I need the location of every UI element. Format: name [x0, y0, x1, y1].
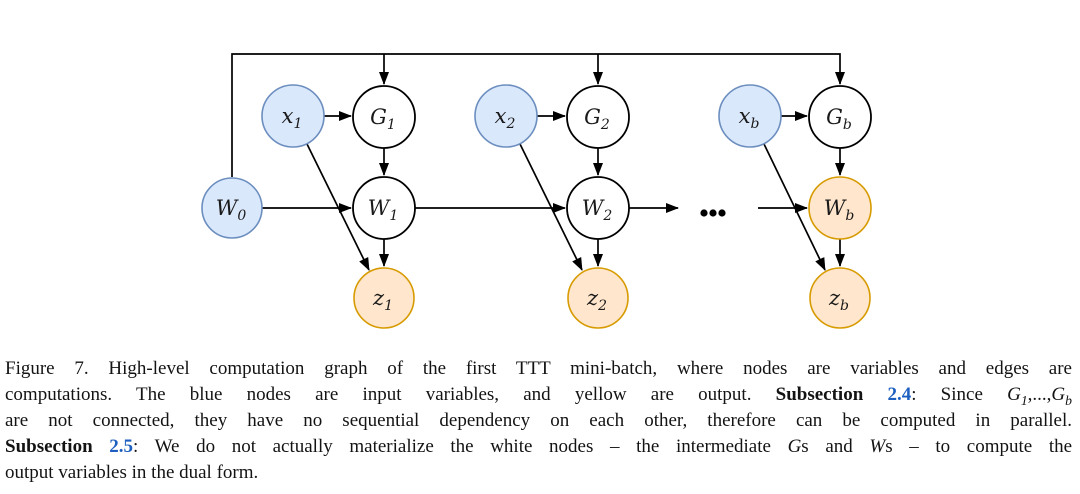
caption-text: : We do not actually materialize the whi… — [133, 436, 788, 457]
caption-math-symbol: W — [869, 436, 886, 457]
edge-x1-z1 — [306, 143, 370, 271]
node-W0: W0 — [201, 177, 263, 239]
figure-caption: Figure 7. High-level computation graph o… — [0, 352, 1080, 486]
caption-text: ,..., — [1027, 384, 1052, 405]
node-W1: W1 — [352, 176, 416, 240]
caption-text: s – to compute the — [885, 436, 1073, 457]
edge-x2-z2 — [519, 143, 583, 271]
caption-line: Figure 7. High-level computation graph o… — [5, 356, 1072, 382]
node-z1: z1 — [353, 267, 415, 329]
caption-math-symbol: G1 — [1007, 384, 1028, 408]
caption-math-symbol: Gb — [1051, 384, 1072, 408]
caption-bold-text: Subsection — [5, 436, 93, 457]
edge-xb-zb — [763, 143, 826, 271]
node-Gb: Gb — [808, 85, 872, 149]
caption-line: computations. The blue nodes are input v… — [5, 382, 1072, 408]
node-xb: xb — [718, 84, 782, 148]
caption-bold-text: Subsection — [775, 384, 864, 405]
caption-math-symbol: G — [787, 436, 802, 457]
node-W2: W2 — [566, 176, 630, 240]
caption-line: output variables in the dual form. — [5, 460, 1072, 486]
caption-text — [93, 436, 110, 457]
node-G2: G2 — [566, 85, 630, 149]
node-x1: x1 — [261, 84, 325, 148]
node-z2: z2 — [567, 267, 629, 329]
caption-text: s and — [801, 436, 870, 457]
caption-line: are not connected, they have no sequenti… — [5, 408, 1072, 434]
caption-line: Subsection 2.5: We do not actually mater… — [5, 434, 1072, 460]
caption-text: are not connected, they have no sequenti… — [5, 410, 1072, 431]
node-Wb: Wb — [808, 176, 872, 240]
caption-text: Figure 7. High-level computation graph o… — [5, 358, 1072, 379]
node-zb: zb — [809, 267, 871, 329]
caption-text: computations. The blue nodes are input v… — [5, 384, 776, 405]
caption-text — [863, 384, 887, 405]
subsection-reference-link[interactable]: 2.5 — [109, 436, 134, 457]
edge-w0-trunk-gb — [231, 53, 845, 177]
node-x2: x2 — [474, 84, 538, 148]
ellipsis-dots — [700, 209, 726, 217]
caption-text: : Since — [911, 384, 1008, 405]
node-G1: G1 — [352, 85, 416, 149]
subsection-reference-link[interactable]: 2.4 — [887, 384, 912, 405]
caption-text: output variables in the dual form. — [5, 462, 259, 483]
